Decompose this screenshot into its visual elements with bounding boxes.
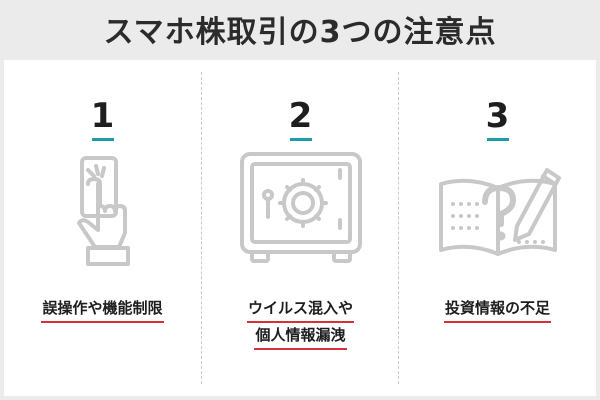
caption-line: 個人情報漏洩 — [254, 323, 347, 350]
point-2: 2 ウイルス混入や 個人情報漏洩 — [202, 60, 399, 396]
point-3: 3 投資情報の不足 — [399, 60, 596, 396]
points-panel: 1 誤操作や機能制限 2 — [4, 60, 596, 396]
point-caption: 誤操作や機能制限 — [4, 296, 201, 323]
caption-line: 誤操作や機能制限 — [41, 296, 164, 323]
number-underline — [91, 138, 114, 141]
number-underline — [486, 138, 509, 141]
point-number: 3 — [485, 96, 510, 136]
caption-line: 投資情報の不足 — [443, 296, 551, 323]
point-number: 1 — [90, 96, 115, 136]
column-divider — [398, 72, 400, 384]
finger-touch-icon — [76, 156, 130, 266]
point-1: 1 誤操作や機能制限 — [4, 60, 201, 396]
notebook-question-pen-icon — [438, 168, 561, 256]
safe-icon — [239, 152, 362, 263]
point-number: 2 — [288, 96, 313, 136]
caption-line: ウイルス混入や — [246, 296, 354, 323]
number-underline — [289, 138, 312, 141]
point-caption: 投資情報の不足 — [399, 296, 596, 323]
point-caption: ウイルス混入や 個人情報漏洩 — [202, 296, 399, 350]
page-title: スマホ株取引の3つの注意点 — [103, 15, 497, 50]
column-divider — [201, 72, 203, 384]
